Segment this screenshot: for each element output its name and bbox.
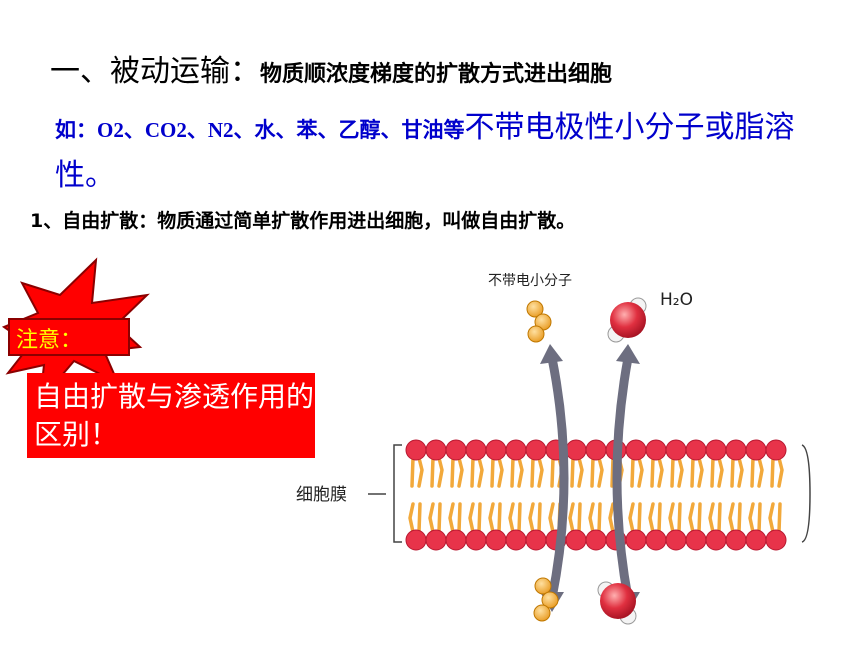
lipid-head-lower (445, 529, 467, 551)
lipid-tail-upper (530, 456, 544, 488)
lipid-tail-upper (410, 456, 424, 488)
lipid-head-lower (585, 529, 607, 551)
label-small-molecule: 不带电小分子 (488, 273, 572, 289)
lipid-tail-upper (430, 456, 444, 488)
lipid-tail-upper (630, 456, 644, 488)
lipid-head-lower (765, 529, 787, 551)
lipid-tail-lower (728, 502, 742, 534)
lipid-head-lower (665, 529, 687, 551)
lipid-tail-upper (730, 456, 744, 488)
lipid-head-upper (685, 439, 707, 461)
lipid-tail-lower (508, 502, 522, 534)
lipid-tail-upper (570, 456, 584, 488)
lipid-tail-lower (528, 502, 542, 534)
lipid-tail-lower (568, 502, 582, 534)
lipid-tail-upper (650, 456, 664, 488)
membrane-bracket-right (801, 444, 811, 543)
lipid-tail-upper (770, 456, 784, 488)
lipid-tail-upper (450, 456, 464, 488)
lipid-tail-upper (710, 456, 724, 488)
lipid-head-upper (665, 439, 687, 461)
page-title: 一、被动运输：物质顺浓度梯度的扩散方式进出细胞 (50, 46, 612, 90)
lipid-head-upper (585, 439, 607, 461)
lipid-tail-upper (670, 456, 684, 488)
lipid-tail-lower (688, 502, 702, 534)
lipid-tail-lower (408, 502, 422, 534)
label-membrane: 细胞膜 (296, 485, 347, 505)
lipid-head-lower (705, 529, 727, 551)
lipid-head-upper (745, 439, 767, 461)
lipid-tail-lower (488, 502, 502, 534)
notice-message: 自由扩散与渗透作用的区别！ (34, 380, 315, 451)
label-water: H₂O (660, 290, 693, 310)
lipid-tail-upper (490, 456, 504, 488)
lipid-head-upper (645, 439, 667, 461)
lipid-head-lower (465, 529, 487, 551)
title-rest: 物质顺浓度梯度的扩散方式进出细胞 (260, 62, 613, 87)
examples-emphasis: 不带电极性小分子或脂溶性。 (55, 110, 795, 193)
notice-box (8, 318, 130, 356)
lipid-head-lower (725, 529, 747, 551)
lipid-tail-lower (588, 502, 602, 534)
lipid-tail-lower (748, 502, 762, 534)
lipid-tail-upper (590, 456, 604, 488)
lipid-head-upper (505, 439, 527, 461)
lipid-tail-lower (428, 502, 442, 534)
small-molecule-bottom (533, 577, 559, 622)
lipid-head-lower (685, 529, 707, 551)
lipid-tail-lower (628, 502, 642, 534)
arrow-water (612, 344, 640, 612)
lipid-tail-upper (750, 456, 764, 488)
lipid-head-upper (625, 439, 647, 461)
lipid-tail-lower (708, 502, 722, 534)
notice-label: 注意： (16, 328, 83, 353)
lipid-tail-lower (468, 502, 482, 534)
water-molecule-top (607, 297, 647, 343)
lipid-head-lower (405, 529, 427, 551)
examples-list: 如：O2、CO2、N2、水、苯、乙醇、甘油等 (55, 118, 465, 142)
lipid-tail-lower (768, 502, 782, 534)
lipid-head-upper (525, 439, 547, 461)
membrane-bracket-left (393, 444, 402, 543)
notice-message-box (27, 373, 315, 458)
examples-paragraph: 如：O2、CO2、N2、水、苯、乙醇、甘油等不带电极性小分子或脂溶性。 (55, 106, 835, 202)
lipid-tail-lower (668, 502, 682, 534)
lipid-head-lower (745, 529, 767, 551)
lipid-head-lower (525, 529, 547, 551)
lipid-head-lower (425, 529, 447, 551)
title-lead: 一、被动运输： (50, 54, 260, 89)
lipid-head-upper (565, 439, 587, 461)
membrane-heads (405, 439, 787, 551)
lipid-tail-upper (470, 456, 484, 488)
membrane-diagram: 不带电小分子 H₂O 细胞膜 (296, 273, 811, 625)
lipid-head-upper (725, 439, 747, 461)
lipid-head-lower (645, 529, 667, 551)
lipid-head-upper (445, 439, 467, 461)
lipid-head-lower (505, 529, 527, 551)
lipid-head-upper (485, 439, 507, 461)
lipid-head-upper (765, 439, 787, 461)
lipid-tail-upper (510, 456, 524, 488)
point-free-diffusion: 1、自由扩散：物质通过简单扩散作用进出细胞，叫做自由扩散。 (30, 210, 576, 232)
lipid-head-lower (625, 529, 647, 551)
lipid-head-upper (425, 439, 447, 461)
membrane-tails (408, 456, 784, 534)
lipid-tail-lower (448, 502, 462, 534)
lipid-head-lower (565, 529, 587, 551)
lipid-tail-upper (690, 456, 704, 488)
lipid-head-upper (405, 439, 427, 461)
lipid-tail-lower (648, 502, 662, 534)
lipid-head-upper (705, 439, 727, 461)
lipid-head-upper (465, 439, 487, 461)
lipid-head-lower (485, 529, 507, 551)
small-molecule-top (526, 300, 552, 343)
water-molecule-bottom (597, 581, 637, 625)
